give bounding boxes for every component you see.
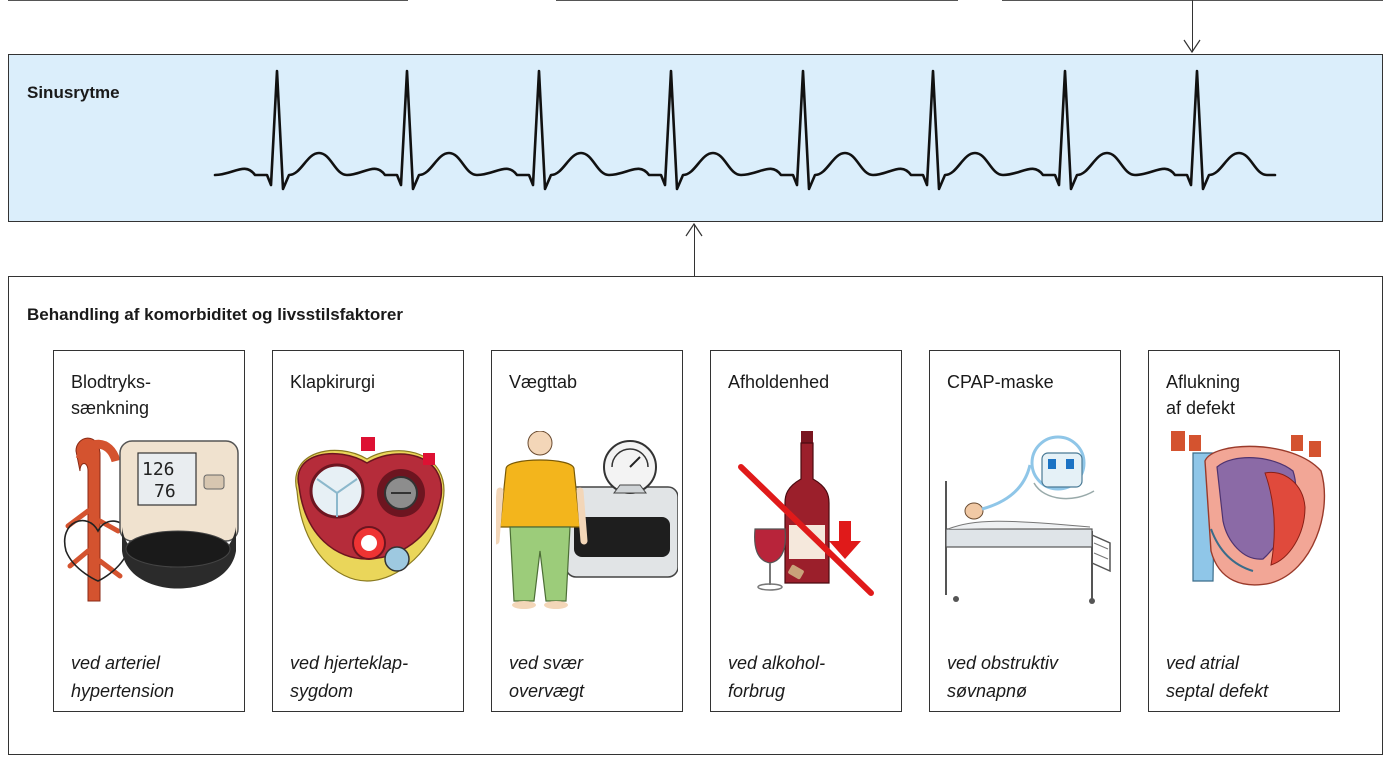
arrow-up-icon bbox=[685, 222, 703, 237]
treatment-title: Behandling af komorbiditet og livsstilsf… bbox=[27, 305, 403, 324]
card-note: ved svær overvægt bbox=[509, 653, 585, 701]
card-title: Vægttab bbox=[509, 372, 578, 392]
arrow-down-icon bbox=[1183, 39, 1201, 54]
card-title: Blodtryks- sænkning bbox=[71, 372, 152, 418]
monitor-diastolic: 76 bbox=[154, 481, 176, 502]
cpap-mask-icon bbox=[945, 435, 1111, 604]
card-abstinence: Afholdenhed ved alkohol- forbrug bbox=[710, 350, 902, 712]
card-title: Klapkirurgi bbox=[290, 372, 376, 392]
sinus-rhythm-panel: Sinusrytme bbox=[8, 54, 1383, 222]
card-title: CPAP-maske bbox=[947, 372, 1054, 392]
card-blood-pressure: Blodtryks- sænkning 126 76 ved arteriel … bbox=[53, 350, 245, 712]
heart-valve-icon bbox=[295, 437, 445, 582]
card-defect-closure: Aflukning af defekt ved atrial septal de… bbox=[1148, 350, 1340, 712]
card-weight-loss: Vægttab ved svær overvægt bbox=[491, 350, 683, 712]
atrial-septal-defect-icon bbox=[1171, 431, 1326, 586]
monitor-systolic: 126 bbox=[142, 459, 175, 480]
rhythm-title: Sinusrytme bbox=[27, 83, 120, 102]
blood-pressure-monitor-icon: 126 76 bbox=[63, 437, 239, 602]
card-note: ved hjerteklap- sygdom bbox=[290, 653, 409, 701]
card-note: ved alkohol- forbrug bbox=[728, 653, 826, 701]
card-note: ved arteriel hypertension bbox=[71, 653, 175, 701]
card-title: Afholdenhed bbox=[728, 372, 830, 392]
weight-scale-icon bbox=[496, 431, 678, 609]
no-alcohol-icon bbox=[738, 431, 874, 596]
top-divider-mid bbox=[556, 0, 958, 1]
top-divider-left bbox=[8, 0, 408, 1]
card-note: ved atrial septal defekt bbox=[1166, 653, 1269, 701]
treatment-panel: Behandling af komorbiditet og livsstilsf… bbox=[8, 276, 1383, 755]
ecg-trace bbox=[213, 69, 1277, 191]
card-cpap: CPAP-maske ved obstruktiv søvnapnø bbox=[929, 350, 1121, 712]
card-note: ved obstruktiv søvnapnø bbox=[947, 653, 1059, 701]
card-valve-surgery: Klapkirurgi ved hjerteklap- sygdom bbox=[272, 350, 464, 712]
card-title: Aflukning af defekt bbox=[1166, 372, 1241, 418]
connector-line bbox=[694, 224, 695, 276]
top-connector-line bbox=[1192, 0, 1193, 52]
